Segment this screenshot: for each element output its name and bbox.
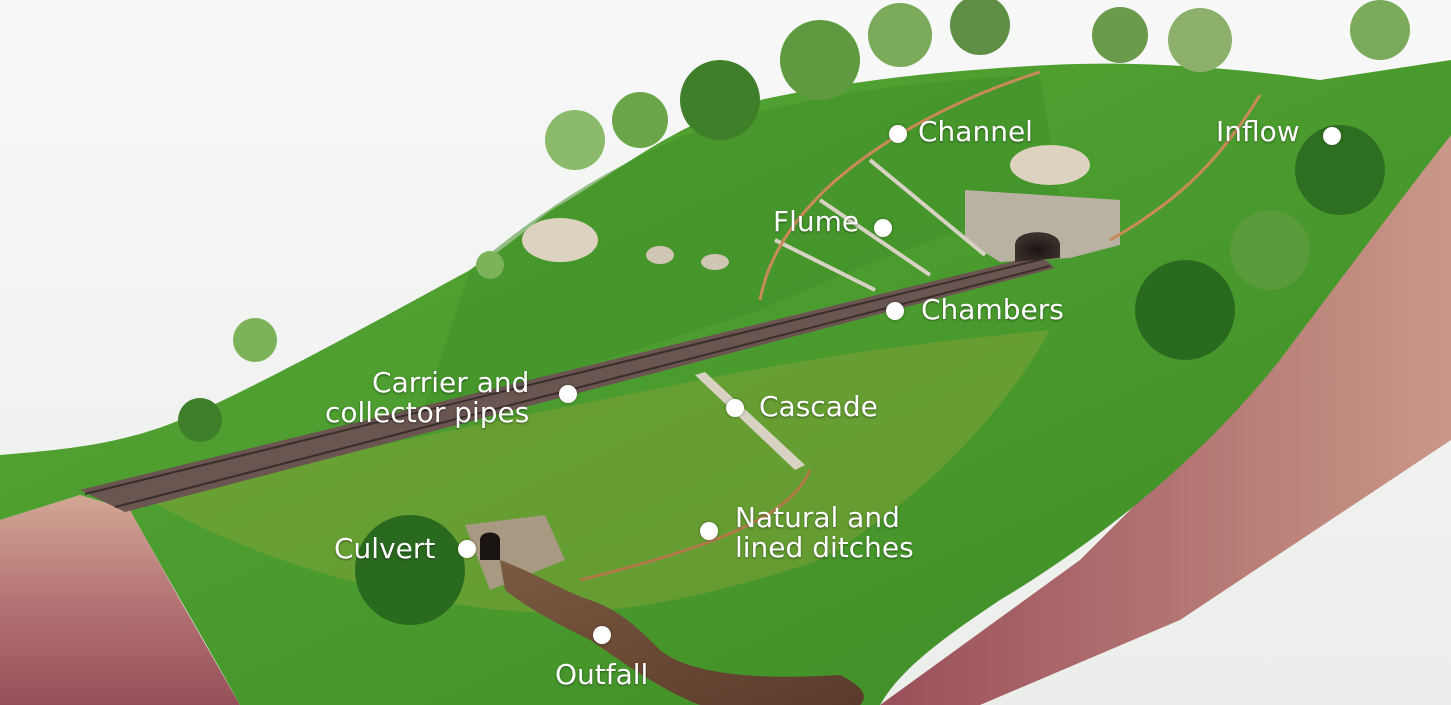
- tree: [868, 3, 932, 67]
- upper-slope: [420, 75, 1060, 420]
- cascade-label: Cascade: [759, 390, 878, 423]
- cascade-channel: [695, 372, 805, 470]
- tunnel-portal: [965, 190, 1120, 262]
- chambers-marker: [886, 302, 904, 320]
- inflow-label: Inflow: [1216, 115, 1300, 148]
- ditch-line: [579, 469, 812, 582]
- tree: [545, 110, 605, 170]
- tree: [1135, 260, 1235, 360]
- carrier-pipes-label-line2: collector pipes: [325, 396, 530, 430]
- ditches-label-line1: Natural and: [735, 501, 900, 534]
- channel-marker: [889, 125, 907, 143]
- carrier-pipes-marker: [559, 385, 577, 403]
- tree: [476, 251, 504, 279]
- tunnel-mouth: [1015, 232, 1060, 262]
- carrier-pipes-label: Carrier and collector pipes: [325, 366, 530, 430]
- chambers-label: Chambers: [921, 293, 1064, 326]
- trees: [178, 0, 1410, 625]
- rock-1: [522, 218, 598, 262]
- rail-upper: [84, 258, 1044, 495]
- inflow-channel: [1109, 94, 1262, 242]
- outfall-marker: [593, 626, 611, 644]
- flume-line-3: [774, 238, 876, 292]
- tree: [1350, 0, 1410, 60]
- culvert-label: Culvert: [334, 532, 436, 565]
- stream-water: [500, 560, 864, 705]
- ditches-label-line2: lined ditches: [735, 531, 914, 565]
- cascade-marker: [726, 399, 744, 417]
- tree: [233, 318, 277, 362]
- outfall-label: Outfall: [555, 658, 649, 691]
- tree: [612, 92, 668, 148]
- flume-line-2: [818, 198, 932, 277]
- tree: [1168, 8, 1232, 72]
- soil-cross-section-right: [880, 130, 1451, 705]
- flume-line-1: [868, 158, 987, 257]
- rock-4: [701, 254, 729, 270]
- soil-cross-section-left: [0, 495, 240, 705]
- carrier-pipes-label-line1: Carrier and: [372, 366, 530, 399]
- rock-3: [646, 246, 674, 264]
- rock-2: [1010, 145, 1090, 185]
- tree: [680, 60, 760, 140]
- flume-marker: [874, 219, 892, 237]
- tree: [780, 20, 860, 100]
- channel-curve: [758, 70, 1041, 301]
- ditches-label: Natural and lined ditches: [735, 501, 914, 565]
- shrub: [178, 398, 222, 442]
- tree: [1295, 125, 1385, 215]
- culvert-marker: [458, 540, 476, 558]
- tree: [1230, 210, 1310, 290]
- tree: [950, 0, 1010, 55]
- flume-label: Flume: [773, 205, 860, 238]
- tree: [355, 515, 465, 625]
- culvert-opening: [480, 532, 500, 560]
- channel-label: Channel: [918, 115, 1033, 148]
- tree: [1092, 7, 1148, 63]
- ditches-marker: [700, 522, 718, 540]
- railway-track: [80, 255, 1055, 512]
- inflow-marker: [1323, 127, 1341, 145]
